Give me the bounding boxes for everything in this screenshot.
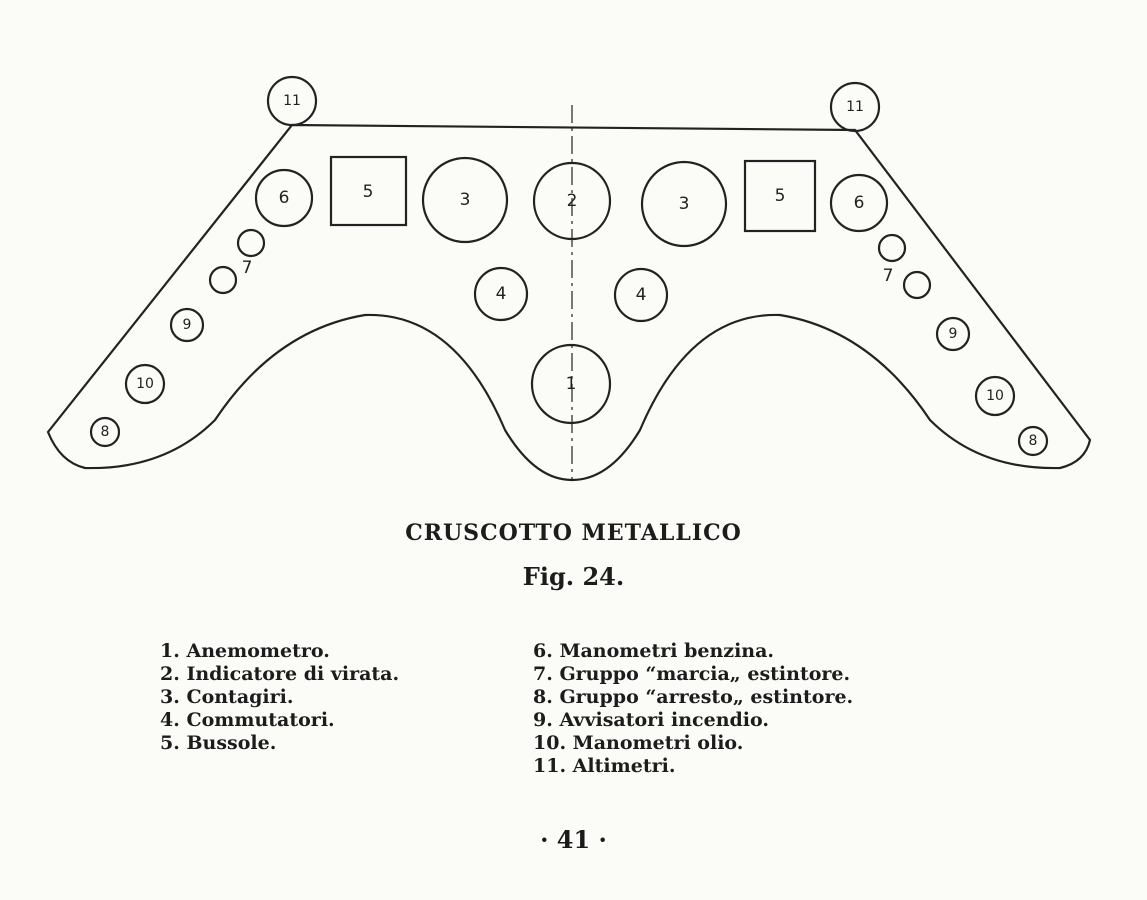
altimeter-left (266, 75, 318, 127)
legend-right-column: 6. Manometri benzina. 7. Gruppo “marcia„… (533, 640, 853, 778)
figure-title: CRUSCOTTO METALLICO (405, 520, 742, 546)
fire-warning-right (935, 316, 971, 352)
oil-gauge-right (974, 375, 1016, 417)
label-fire-warning-right: 9 (949, 326, 958, 342)
label-altimeter-left: 11 (283, 93, 301, 109)
anemometer (530, 343, 612, 425)
switches-left (473, 266, 529, 322)
label-compass-left: 5 (363, 182, 374, 202)
legend-item: 7. Gruppo “marcia„ estintore. (533, 663, 851, 685)
label-compass-right: 5 (775, 186, 786, 206)
tachometer-right (640, 160, 728, 248)
legend-item: 4. Commutatori. (160, 709, 335, 731)
label-anemometer: 1 (566, 374, 577, 394)
legend-left-column: 1. Anemometro. 2. Indicatore di virata. … (160, 640, 399, 755)
compass-left (329, 155, 408, 227)
legend-item: 10. Manometri olio. (533, 732, 744, 754)
extinguisher-run-left-b (208, 265, 238, 295)
label-oil-gauge-left: 10 (136, 376, 154, 392)
dashboard-diagram: 11 11 6 6 5 5 3 3 2 4 4 1 7 7 9 9 10 10 … (46, 75, 1092, 482)
legend-item: 1. Anemometro. (160, 640, 330, 662)
page-number: · 41 · (540, 825, 607, 854)
fuel-gauge-right (829, 173, 889, 233)
extinguisher-stop-right (1017, 425, 1049, 457)
figure-number: Fig. 24. (522, 562, 625, 591)
label-altimeter-right: 11 (846, 99, 864, 115)
turn-indicator (532, 161, 612, 241)
label-extinguisher-stop-left: 8 (101, 424, 110, 440)
switches-right (613, 267, 669, 323)
oil-gauge-left (124, 363, 166, 405)
label-tachometer-right: 3 (679, 194, 690, 214)
legend-item: 8. Gruppo “arresto„ estintore. (533, 686, 854, 708)
compass-right (743, 159, 817, 233)
legend-item: 2. Indicatore di virata. (160, 663, 400, 685)
legend-item: 11. Altimetri. (533, 755, 676, 777)
label-fuel-gauge-left: 6 (279, 188, 290, 208)
extinguisher-stop-left (89, 416, 121, 448)
label-extinguisher-run-right: 7 (883, 266, 894, 286)
fire-warning-left (169, 307, 205, 343)
extinguisher-run-left-a (236, 228, 266, 258)
label-tachometer-left: 3 (460, 190, 471, 210)
legend-item: 5. Bussole. (160, 732, 277, 754)
label-extinguisher-run-left: 7 (242, 258, 253, 278)
extinguisher-run-right-a (877, 233, 907, 263)
altimeter-right (829, 81, 881, 133)
extinguisher-run-right-b (902, 270, 932, 300)
label-switches-left: 4 (496, 284, 507, 304)
legend-item: 9. Avvisatori incendio. (533, 709, 769, 731)
dashboard-panel-outline (46, 123, 1092, 482)
label-turn-indicator: 2 (567, 191, 578, 211)
label-extinguisher-stop-right: 8 (1029, 433, 1038, 449)
tachometer-left (421, 156, 509, 244)
label-oil-gauge-right: 10 (986, 388, 1004, 404)
label-switches-right: 4 (636, 285, 647, 305)
fuel-gauge-left (254, 168, 314, 228)
legend-item: 3. Contagiri. (160, 686, 294, 708)
legend-item: 6. Manometri benzina. (533, 640, 775, 662)
label-fuel-gauge-right: 6 (854, 193, 865, 213)
label-fire-warning-left: 9 (183, 317, 192, 333)
